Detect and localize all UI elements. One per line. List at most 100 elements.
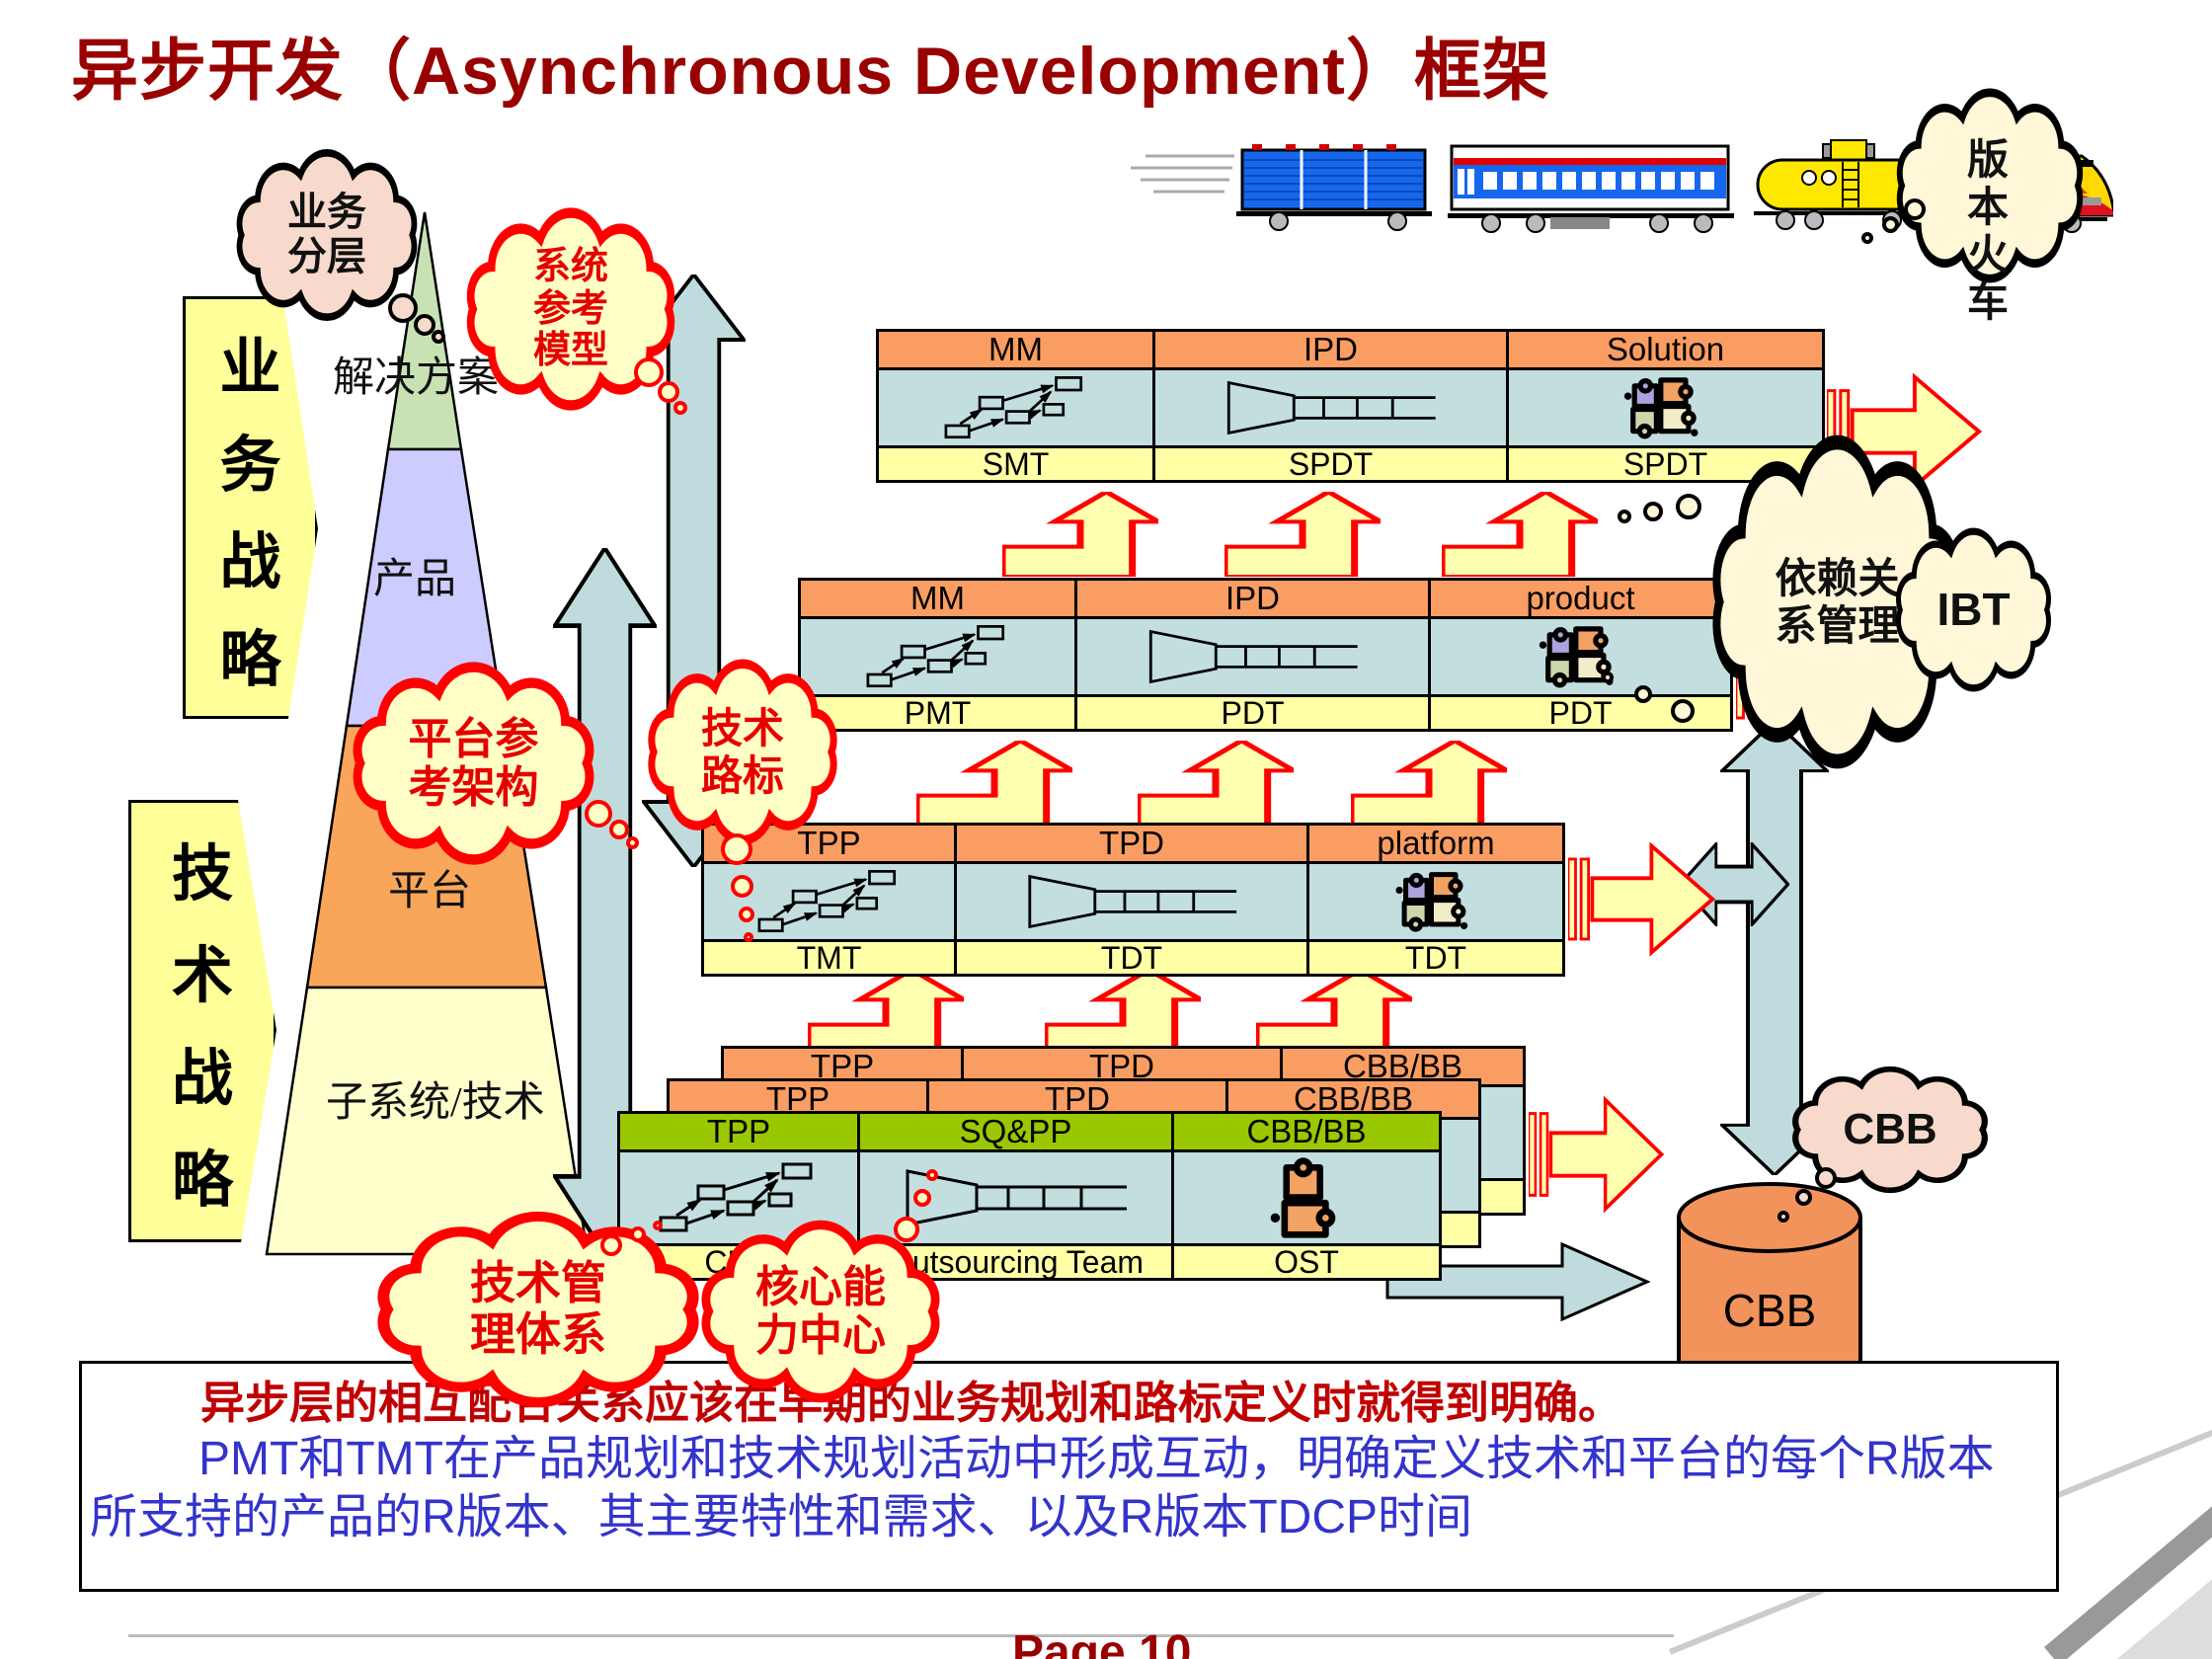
header-cell: Solution — [1506, 332, 1822, 367]
header-cell: IPD — [1074, 581, 1428, 616]
cbb-cylinder-label: CBB — [1722, 1285, 1817, 1336]
thought-dot — [1634, 685, 1652, 703]
bent-up-arrow — [1224, 492, 1381, 577]
cloud-technology-roadmap: 技术 路标 — [644, 672, 841, 832]
thought-dot — [1882, 216, 1899, 233]
cloud-text: 理体系 — [470, 1308, 606, 1360]
header-cell: CBB/BB — [1171, 1114, 1439, 1149]
header-cell: platform — [1306, 826, 1562, 861]
bent-up-arrow — [1351, 741, 1507, 826]
boxcar — [1236, 144, 1432, 231]
roadmap-glyph — [721, 866, 938, 937]
thought-dot — [388, 293, 418, 323]
header-cell: product — [1428, 581, 1730, 616]
cloud-dependency-management: 依赖关 系管理 — [1706, 456, 1968, 748]
table-footer-row: SMT SPDT SPDT — [879, 445, 1822, 480]
thought-dot — [630, 1226, 646, 1242]
bent-up-arrow — [1442, 492, 1598, 577]
thought-dot — [658, 381, 679, 403]
yellow-right-arrow — [1568, 843, 1715, 955]
thought-dot — [673, 401, 687, 415]
cloud-text: IBT — [1936, 583, 2011, 635]
puzzle-glyph — [1608, 371, 1724, 444]
footer-cell: SMT — [879, 448, 1152, 480]
speed-lines — [1131, 154, 1234, 194]
note-line-2: PMT和TMT在产品规划和技术规划活动中形成互动，明确定义技术和平台的每个R版本 — [198, 1433, 1995, 1486]
thought-dot — [731, 875, 753, 898]
table-footer-row: TMT TDT TDT — [704, 939, 1562, 974]
table-header-row: TPP SQ&PP CBB/BB — [620, 1114, 1439, 1149]
bent-up-arrow — [808, 970, 964, 1055]
thought-dot — [1795, 1189, 1812, 1206]
funnel-glyph — [1226, 381, 1437, 434]
bent-up-arrow — [1256, 970, 1412, 1055]
banner-char: 战 — [219, 529, 281, 597]
cloud-text: 业务 — [287, 191, 366, 235]
version-train-vertical-label: 版 本 火 车 — [1960, 136, 2015, 326]
footer-cell: Outsourcing Team — [857, 1246, 1171, 1278]
thought-dot — [1618, 510, 1631, 523]
banner-char: 术 — [171, 943, 233, 1011]
thought-dot — [1815, 1167, 1837, 1189]
thought-dot — [600, 1234, 622, 1256]
cloud-text: 路标 — [700, 751, 784, 799]
puzzle-glyph — [1380, 866, 1493, 937]
cloud-text: 分层 — [287, 235, 366, 278]
footer-cell: TDT — [1306, 942, 1562, 974]
roadmap-glyph — [825, 621, 1052, 692]
thought-dot — [414, 314, 435, 336]
banner-char: 略 — [219, 626, 281, 694]
puzzle-glyph-orange — [1260, 1156, 1354, 1240]
cloud-ibt: IBT — [1892, 538, 2055, 681]
cloud-text: 平台参 — [408, 714, 539, 763]
banner-char: 战 — [171, 1045, 233, 1113]
roadmap-glyph — [903, 372, 1130, 443]
thought-dot — [1671, 699, 1695, 723]
table-footer-row: PMT PDT PDT — [801, 694, 1730, 729]
table-body-row — [704, 861, 1562, 939]
cloud-core-competence-center: 核心能 力中心 — [696, 1232, 945, 1390]
header-cell: SQ&PP — [857, 1114, 1171, 1149]
puzzle-glyph — [1523, 620, 1639, 693]
cloud-text: 考架构 — [408, 763, 539, 812]
cloud-system-reference-model: 系统 参考 模型 — [462, 221, 679, 397]
header-cell: MM — [879, 332, 1152, 367]
cloud-text: 技术 — [700, 705, 784, 752]
page-number: Page 10 — [1012, 1626, 1192, 1659]
table-body-row — [879, 367, 1822, 445]
header-cell: IPD — [1152, 332, 1506, 367]
cloud-text: 模型 — [532, 330, 608, 372]
thought-dot — [585, 800, 612, 828]
table-header-row: MM IPD Solution — [879, 332, 1822, 367]
cloud-cbb: CBB — [1787, 1074, 1993, 1185]
footer-cell: OST — [1171, 1246, 1439, 1278]
cloud-text: 依赖关 — [1775, 555, 1900, 602]
thought-dot — [626, 836, 639, 849]
cloud-text: 技术管 — [470, 1257, 606, 1309]
footer-cell: PMT — [801, 697, 1074, 729]
bent-up-arrow — [916, 741, 1072, 826]
cloud-text: 本 — [1966, 184, 2009, 230]
process-table-solution-level: MM IPD Solution SMT SPDT SPDT — [876, 329, 1825, 483]
yellow-right-arrow — [1529, 1097, 1664, 1212]
cloud-text: CBB — [1843, 1105, 1937, 1154]
passenger-car — [1448, 144, 1734, 233]
thought-dot — [739, 907, 754, 922]
funnel-glyph — [1027, 875, 1238, 928]
cloud-technology-management-system: 技术管 理体系 — [370, 1224, 706, 1394]
thought-dot — [432, 330, 445, 344]
thought-dot — [634, 357, 664, 387]
footer-cell: PDT — [1074, 697, 1428, 729]
table-header-row: MM IPD product — [801, 581, 1730, 616]
funnel-glyph — [1148, 630, 1359, 683]
table-body-row — [620, 1149, 1439, 1243]
header-cell: TPP — [620, 1114, 857, 1149]
thought-dot — [926, 1169, 938, 1181]
banner-char: 业 — [219, 335, 281, 403]
cloud-text: 参考 — [532, 287, 608, 330]
thought-dot — [1602, 672, 1614, 683]
note-line-3: 所支持的产品的R版本、其主要特性和需求、以及R版本TDCP时间 — [90, 1490, 1472, 1543]
bent-up-arrow — [1138, 741, 1294, 826]
thought-dot — [913, 1189, 931, 1207]
